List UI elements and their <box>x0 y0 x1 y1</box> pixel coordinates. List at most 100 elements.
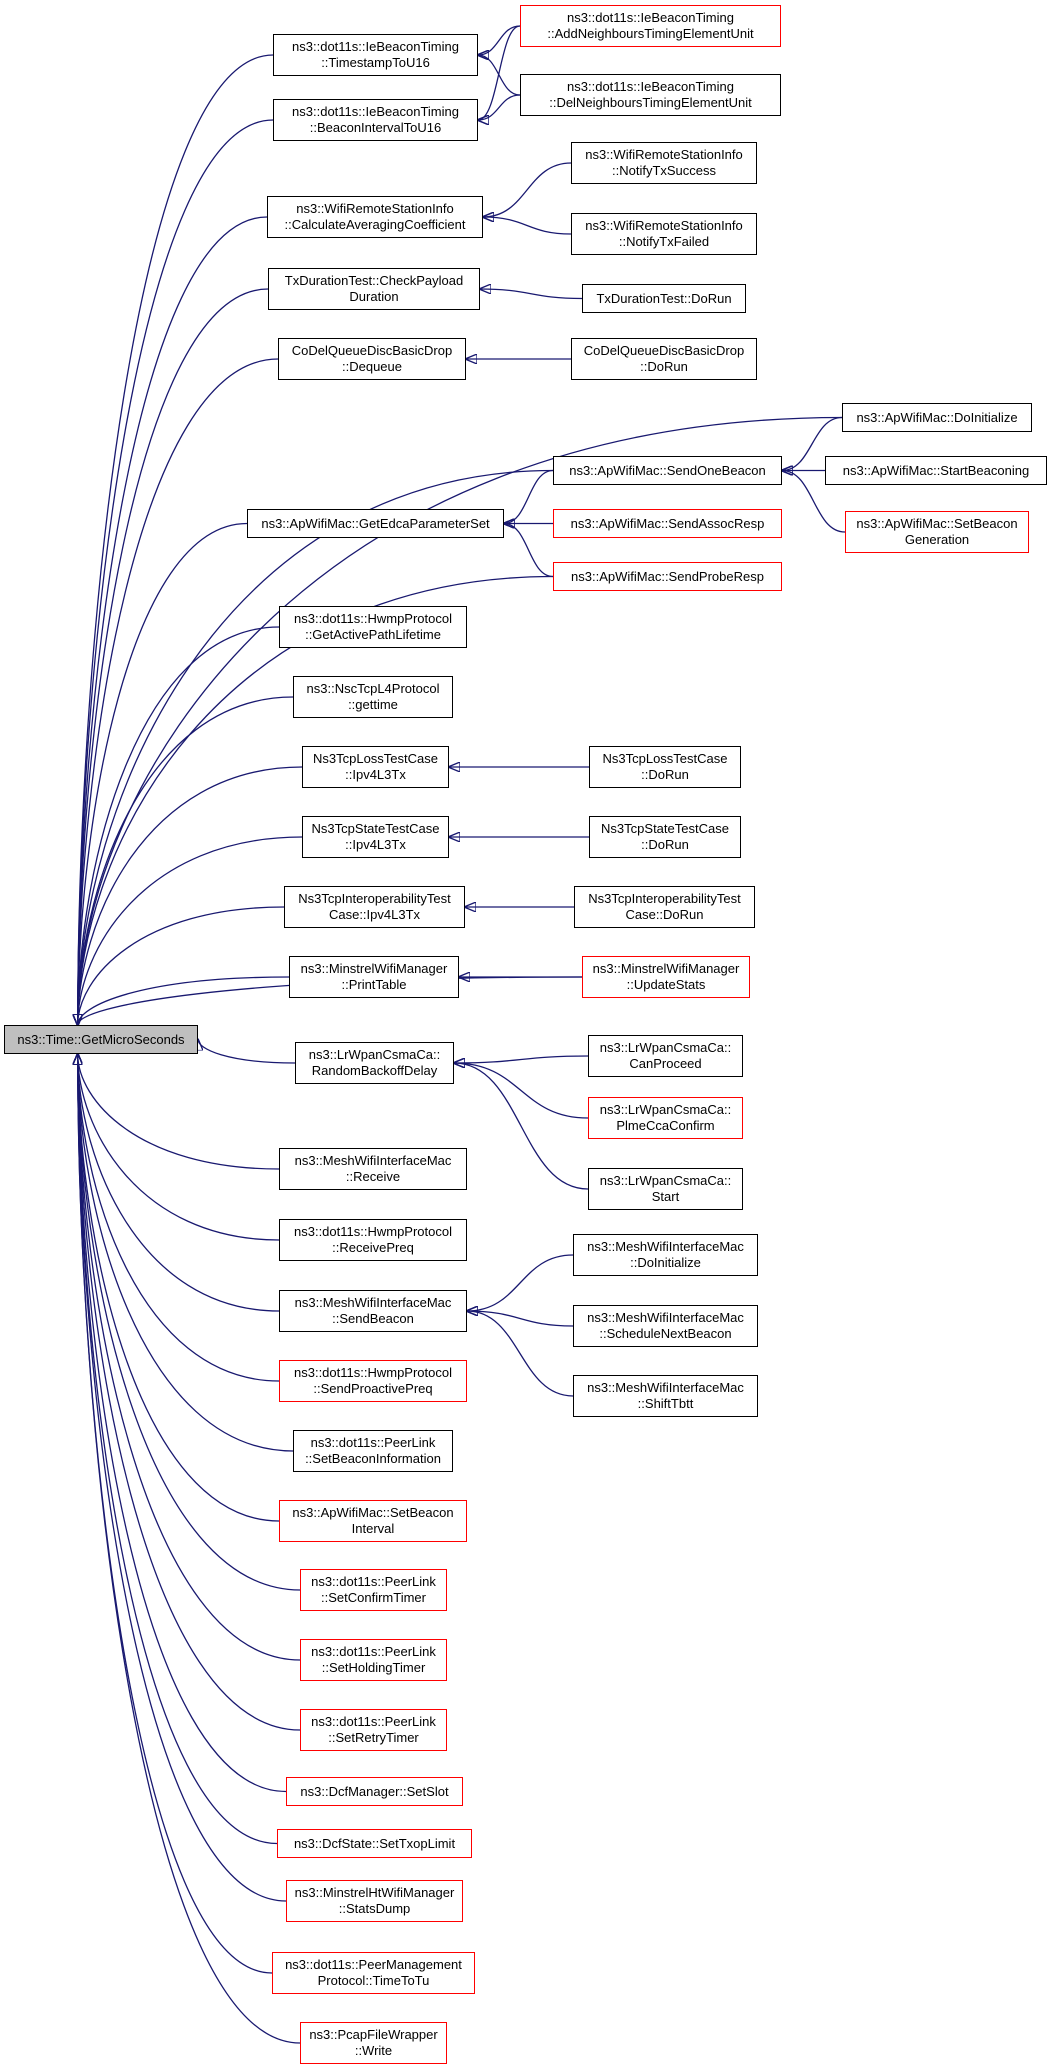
node-lrplme[interactable]: ns3::LrWpanCsmaCa::PlmeCcaConfirm <box>588 1097 743 1139</box>
edge-apint-to-root <box>78 1054 280 1522</box>
node-hwlife[interactable]: ns3::dot11s::HwmpProtocol::GetActivePath… <box>279 606 467 648</box>
node-cac[interactable]: ns3::WifiRemoteStationInfo::CalculateAve… <box>267 196 483 238</box>
node-apinit[interactable]: ns3::ApWifiMac::DoInitialize <box>842 403 1032 432</box>
node-label: TxDurationTest::DoRun <box>596 290 732 306</box>
node-loss[interactable]: Ns3TcpLossTestCase::Ipv4L3Tx <box>302 746 449 788</box>
node-cdq[interactable]: CoDelQueueDiscBasicDrop::Dequeue <box>278 338 466 380</box>
node-label: ::SetRetryTimer <box>328 1730 419 1745</box>
node-label: ::StatsDump <box>338 1901 411 1916</box>
node-dcftxop[interactable]: ns3::DcfState::SetTxopLimit <box>277 1829 472 1858</box>
node-deln[interactable]: ns3::dot11s::IeBeaconTiming::DelNeighbou… <box>520 74 781 116</box>
node-label: Ns3TcpInteroperabilityTest <box>298 891 451 906</box>
edge-hwpreq-to-root <box>78 1054 280 1241</box>
edge-interop-to-root <box>78 906 285 1025</box>
node-root[interactable]: ns3::Time::GetMicroSeconds <box>4 1025 198 1054</box>
edge-ts16-to-root <box>78 54 274 1025</box>
edge-pmtu-to-root <box>78 1054 273 1974</box>
edge-state-to-root <box>78 836 303 1025</box>
edge-lrplme-to-lrrand <box>454 1063 589 1119</box>
edge-lrrand-to-root <box>198 1040 296 1064</box>
node-label: Case::DoRun <box>625 907 704 922</box>
node-apsob[interactable]: ns3::ApWifiMac::SendOneBeacon <box>553 456 782 485</box>
node-mwsched[interactable]: ns3::MeshWifiInterfaceMac::ScheduleNextB… <box>573 1305 758 1347</box>
edge-mwshift-to-mwsend <box>467 1311 574 1397</box>
edge-apinit-to-root <box>78 416 843 1026</box>
node-ts16[interactable]: ns3::dot11s::IeBeaconTiming::TimestampTo… <box>273 34 478 76</box>
edge-approbe-to-apedca <box>504 524 554 578</box>
node-label: ns3::MinstrelHtWifiManager <box>294 1885 455 1900</box>
node-addn[interactable]: ns3::dot11s::IeBeaconTiming::AddNeighbou… <box>520 5 781 47</box>
node-label: ::CalculateAveragingCoefficient <box>284 217 466 232</box>
node-label: ns3::dot11s::IeBeaconTiming <box>292 104 459 119</box>
node-apedca[interactable]: ns3::ApWifiMac::GetEdcaParameterSet <box>247 509 504 538</box>
node-lrrand[interactable]: ns3::LrWpanCsmaCa::RandomBackoffDelay <box>295 1042 454 1084</box>
node-label: ns3::dot11s::HwmpProtocol <box>294 1365 452 1380</box>
edge-hwlife-to-root <box>78 626 280 1025</box>
node-txrun[interactable]: TxDurationTest::DoRun <box>582 284 746 313</box>
node-dcfslot[interactable]: ns3::DcfManager::SetSlot <box>286 1777 463 1806</box>
node-lossrun[interactable]: Ns3TcpLossTestCase::DoRun <box>589 746 741 788</box>
edge-mhtdump-to-root <box>78 1054 287 1902</box>
edge-mwsched-to-mwsend <box>467 1311 574 1327</box>
node-mwrecv[interactable]: ns3::MeshWifiInterfaceMac::Receive <box>279 1148 467 1190</box>
edge-txcp-to-root <box>78 288 269 1025</box>
node-hwpro[interactable]: ns3::dot11s::HwmpProtocol::SendProactive… <box>279 1360 467 1402</box>
node-mwsend[interactable]: ns3::MeshWifiInterfaceMac::SendBeacon <box>279 1290 467 1332</box>
node-label: ns3::dot11s::HwmpProtocol <box>294 611 452 626</box>
node-hwpreq[interactable]: ns3::dot11s::HwmpProtocol::ReceivePreq <box>279 1219 467 1261</box>
node-bi16[interactable]: ns3::dot11s::IeBeaconTiming::BeaconInter… <box>273 99 478 141</box>
node-label: Generation <box>904 532 970 547</box>
node-mwinit[interactable]: ns3::MeshWifiInterfaceMac::DoInitialize <box>573 1234 758 1276</box>
edge-cac-to-root <box>78 216 268 1025</box>
node-staterun[interactable]: Ns3TcpStateTestCase::DoRun <box>589 816 741 858</box>
node-plretry[interactable]: ns3::dot11s::PeerLink::SetRetryTimer <box>300 1709 447 1751</box>
edge-mwrecv-to-root <box>78 1054 280 1170</box>
node-label: Ns3TcpInteroperabilityTest <box>588 891 741 906</box>
node-label: ns3::MinstrelWifiManager <box>300 961 448 976</box>
node-label: ns3::WifiRemoteStationInfo <box>585 147 743 162</box>
node-label: ::ReceivePreq <box>332 1240 414 1255</box>
node-label: ::ShiftTbtt <box>637 1396 694 1411</box>
node-approbe[interactable]: ns3::ApWifiMac::SendProbeResp <box>553 562 782 591</box>
node-apstart[interactable]: ns3::ApWifiMac::StartBeaconing <box>825 456 1047 485</box>
node-mupdate[interactable]: ns3::MinstrelWifiManager::UpdateStats <box>582 956 750 998</box>
node-label: ::PrintTable <box>341 977 407 992</box>
node-label: Start <box>651 1189 680 1204</box>
node-label: ::Receive <box>345 1169 401 1184</box>
node-apassoc[interactable]: ns3::ApWifiMac::SendAssocResp <box>553 509 782 538</box>
node-label: ns3::Time::GetMicroSeconds <box>17 1031 185 1047</box>
node-ntxs[interactable]: ns3::WifiRemoteStationInfo::NotifyTxSucc… <box>571 142 757 184</box>
node-mprint[interactable]: ns3::MinstrelWifiManager::PrintTable <box>289 956 459 998</box>
node-label: ns3::MinstrelWifiManager <box>592 961 740 976</box>
node-lrstart[interactable]: ns3::LrWpanCsmaCa::Start <box>588 1168 743 1210</box>
edge-deln-to-bi16 <box>478 94 521 120</box>
node-nsc[interactable]: ns3::NscTcpL4Protocol::gettime <box>293 676 453 718</box>
node-label: ns3::dot11s::PeerLink <box>311 1574 436 1589</box>
node-label: ::SendProactivePreq <box>313 1381 433 1396</box>
node-cdrun[interactable]: CoDelQueueDiscBasicDrop::DoRun <box>571 338 757 380</box>
node-lrcan[interactable]: ns3::LrWpanCsmaCa::CanProceed <box>588 1035 743 1077</box>
node-label: ns3::MeshWifiInterfaceMac <box>587 1239 744 1254</box>
node-label: Case::Ipv4L3Tx <box>328 907 421 922</box>
node-label: ::DoRun <box>641 767 689 782</box>
node-mwshift[interactable]: ns3::MeshWifiInterfaceMac::ShiftTbtt <box>573 1375 758 1417</box>
node-mhtdump[interactable]: ns3::MinstrelHtWifiManager::StatsDump <box>286 1880 463 1922</box>
node-plhold[interactable]: ns3::dot11s::PeerLink::SetHoldingTimer <box>300 1639 447 1681</box>
edge-hwpro-to-root <box>78 1054 280 1382</box>
node-label: ns3::dot11s::HwmpProtocol <box>294 1224 452 1239</box>
node-pcap[interactable]: ns3::PcapFileWrapper::Write <box>300 2022 447 2064</box>
node-label: ns3::LrWpanCsmaCa:: <box>308 1047 441 1062</box>
node-ntxf[interactable]: ns3::WifiRemoteStationInfo::NotifyTxFail… <box>571 213 757 255</box>
node-plinfo[interactable]: ns3::dot11s::PeerLink::SetBeaconInformat… <box>293 1430 453 1472</box>
node-state[interactable]: Ns3TcpStateTestCase::Ipv4L3Tx <box>302 816 449 858</box>
edge-bi16-to-root <box>78 119 274 1025</box>
node-label: Interval <box>351 1521 395 1536</box>
node-plconf[interactable]: ns3::dot11s::PeerLink::SetConfirmTimer <box>300 1569 447 1611</box>
